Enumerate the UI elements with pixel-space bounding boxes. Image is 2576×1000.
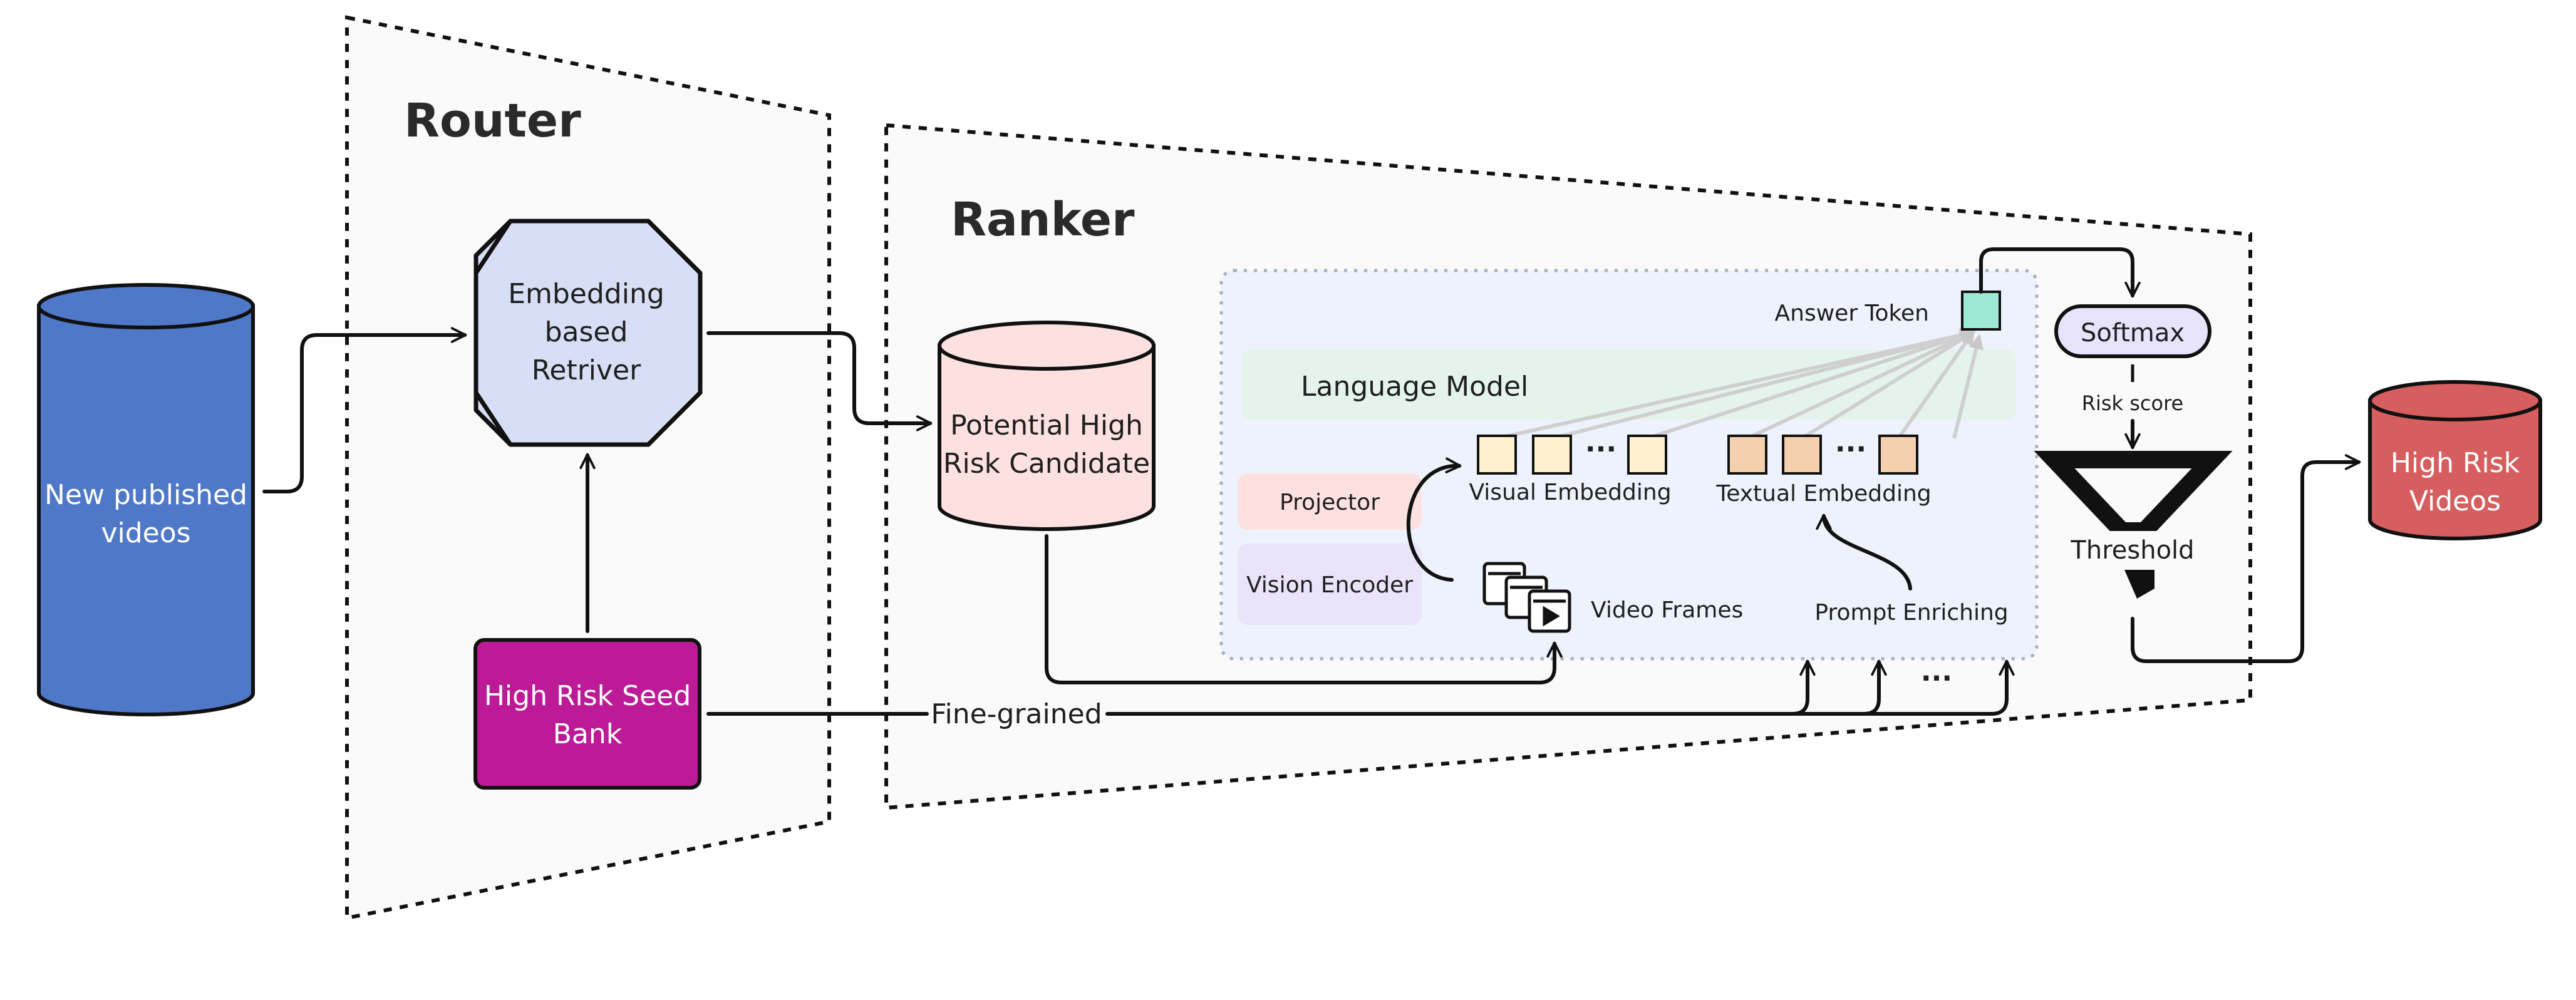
seed-bank-node: High Risk Seed Bank xyxy=(473,638,701,790)
fine-grained-branch-1 xyxy=(1791,659,1816,716)
visual-embedding-tokens: ··· xyxy=(1477,433,1667,475)
video-frames-icon xyxy=(1482,562,1571,633)
projector-label: Projector xyxy=(1280,490,1380,515)
retriever-label-line3: Retriver xyxy=(532,354,641,386)
textual-embedding-label: Textual Embedding xyxy=(1715,481,1931,507)
retriever-to-candidate-arrow xyxy=(706,331,933,431)
fine-grained-branch-2 xyxy=(1862,659,1887,716)
visual-token xyxy=(1477,435,1517,475)
visual-token xyxy=(1627,435,1667,475)
seed-bank-label-line2: Bank xyxy=(553,718,623,750)
answer-token-label: Answer Token xyxy=(1775,301,1929,326)
risk-score-label: Risk score xyxy=(2082,391,2183,415)
high-risk-videos-label-line2: Videos xyxy=(2409,485,2501,517)
softmax-node: Softmax xyxy=(2054,304,2211,358)
frames-to-visual-arrow xyxy=(1407,457,1462,582)
threshold-to-output-arrow xyxy=(2131,454,2361,663)
textual-token xyxy=(1878,435,1918,475)
fine-grained-line xyxy=(1105,659,2015,716)
new-videos-label-line2: videos xyxy=(101,517,190,549)
threshold-label: Threshold xyxy=(2070,536,2194,565)
answer-token xyxy=(1961,291,2001,331)
high-risk-videos-db: High Risk Videos xyxy=(2368,380,2542,540)
projector-block xyxy=(1238,473,1422,530)
prompt-to-textual-arrow xyxy=(1816,513,1912,590)
textual-embedding-tokens: ··· xyxy=(1727,433,1918,475)
new-videos-label-line1: New published xyxy=(44,479,247,511)
candidate-to-frames-arrow xyxy=(1045,534,1563,684)
retriever-label-line1: Embedding xyxy=(508,278,665,310)
candidate-label-line2: Risk Candidate xyxy=(943,448,1150,480)
visual-token-ellipsis: ··· xyxy=(1585,433,1616,465)
candidate-db: Potential High Risk Candidate xyxy=(938,321,1156,531)
vision-encoder-label: Vision Encoder xyxy=(1246,572,1413,598)
vision-encoder-block xyxy=(1238,544,1422,625)
answer-to-softmax-arrow xyxy=(1979,247,2141,298)
ranker-title: Ranker xyxy=(951,193,1135,247)
retriever-node: Embedding based Retriver xyxy=(473,219,703,447)
textual-token-ellipsis: ··· xyxy=(1835,433,1866,465)
router-title: Router xyxy=(404,94,581,148)
threshold-label-bg xyxy=(2073,531,2192,566)
visual-token xyxy=(1532,435,1572,475)
language-model-label: Language Model xyxy=(1301,371,1528,403)
seed-bank-label-line1: High Risk Seed xyxy=(484,680,691,712)
prompt-enriching-label: Prompt Enriching xyxy=(1814,600,2008,626)
retriever-label-line2: based xyxy=(545,316,628,348)
fine-grained-ellipsis: ··· xyxy=(1921,662,1952,694)
softmax-label: Softmax xyxy=(2081,319,2185,348)
visual-embedding-label: Visual Embedding xyxy=(1469,480,1671,505)
textual-token xyxy=(1782,435,1822,475)
video-frames-label: Video Frames xyxy=(1591,597,1743,623)
candidate-label-line1: Potential High xyxy=(950,410,1143,441)
attention-lines xyxy=(1496,327,1984,440)
textual-token xyxy=(1727,435,1767,475)
fine-grained-label: Fine-grained xyxy=(931,698,1102,730)
videos-to-retriever-arrow xyxy=(262,327,467,493)
high-risk-videos-label-line1: High Risk xyxy=(2391,447,2520,479)
new-videos-db: New published videos xyxy=(37,283,255,716)
